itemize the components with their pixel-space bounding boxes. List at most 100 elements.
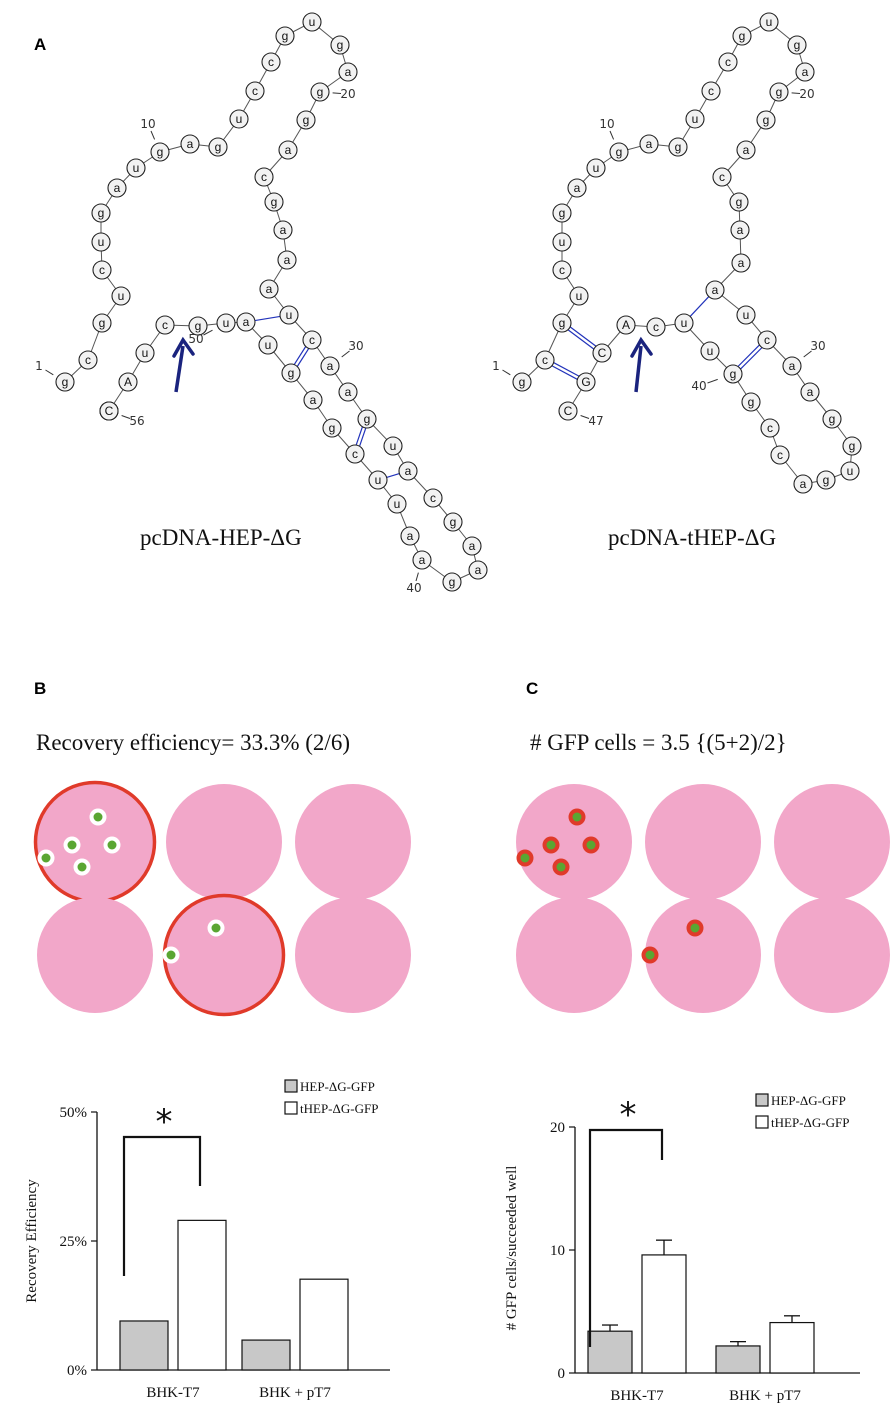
nucleotide-circle — [302, 330, 322, 350]
nucleotide-index-label: 30 — [810, 339, 825, 353]
nucleotide: a — [338, 62, 358, 82]
nucleotide-circle — [759, 12, 779, 32]
base-pair-bond — [293, 346, 307, 365]
nucleotide-letter: g — [98, 206, 105, 220]
nucleotide: A — [616, 315, 636, 335]
well — [641, 897, 761, 1013]
nucleotide-letter: a — [712, 283, 719, 297]
nucleotide: a — [338, 382, 358, 402]
nucleotide-circle — [236, 312, 256, 332]
nucleotide: c — [701, 81, 721, 101]
nucleotide: u — [736, 305, 756, 325]
nucleotide: u — [302, 12, 322, 32]
nucleotide-letter: u — [743, 308, 750, 322]
nucleotide-circle — [91, 203, 111, 223]
cleavage-arrow-shaft — [174, 345, 185, 393]
base-pair-bond — [553, 362, 580, 377]
nucleotide-circle — [368, 470, 388, 490]
x-tick-label: BHK + pT7 — [729, 1388, 801, 1404]
base-pair-bond — [567, 329, 595, 350]
nucleotide-letter: c — [542, 353, 548, 367]
nucleotide: u — [700, 341, 720, 361]
nucleotide-circle — [320, 356, 340, 376]
nucleotide-letter: c — [719, 170, 725, 184]
nucleotide-circle — [275, 26, 295, 46]
nucleotide-letter: g — [794, 38, 801, 52]
well-disc — [295, 897, 411, 1013]
nucleotide: g — [275, 26, 295, 46]
well — [295, 897, 411, 1013]
nucleotide-circle — [800, 382, 820, 402]
index-tick — [415, 572, 419, 582]
well-disc — [37, 784, 153, 900]
nucleotide: g — [296, 110, 316, 130]
nucleotide: c — [718, 52, 738, 72]
nucleotide-circle — [468, 560, 488, 580]
nucleotide: u — [569, 286, 589, 306]
nucleotide-circle — [576, 372, 596, 392]
y-axis-label: # GFP cells/succeeded well — [504, 1166, 520, 1331]
nucleotide-circle — [816, 470, 836, 490]
nucleotide-circle — [188, 316, 208, 336]
y-tick-label: 50% — [60, 1105, 88, 1121]
significance-star: * — [620, 1095, 637, 1135]
nucleotide: c — [423, 488, 443, 508]
bar-hep — [587, 1330, 633, 1374]
nucleotide: a — [236, 312, 256, 332]
nucleotide-letter: a — [114, 181, 121, 195]
nucleotide-circle — [254, 167, 274, 187]
nucleotide-circle — [261, 52, 281, 72]
nucleotide: g — [552, 203, 572, 223]
well-disc — [166, 784, 282, 900]
nucleotide-letter: a — [310, 393, 317, 407]
index-tick — [332, 92, 342, 94]
nucleotide-letter: c — [252, 84, 258, 98]
nucleotide-letter: a — [475, 563, 482, 577]
gfp-cell-core — [93, 812, 103, 822]
nucleotide: c — [757, 330, 777, 350]
nucleotide-circle — [569, 286, 589, 306]
nucleotide: u — [229, 109, 249, 129]
nucleotide: g — [443, 512, 463, 532]
nucleotide-letter: C — [598, 346, 607, 360]
nucleotide: g — [552, 313, 572, 333]
nucleotide-letter: u — [223, 316, 230, 330]
nucleotide-letter: u — [118, 289, 125, 303]
nucleotide: u — [840, 461, 860, 481]
bar-thep — [299, 1278, 349, 1371]
nucleotide: C — [99, 401, 119, 421]
nucleotide-letter: a — [802, 65, 809, 79]
nucleotide-circle — [741, 392, 761, 412]
nucleotide-letter: u — [766, 15, 773, 29]
recovery-efficiency-heading: Recovery efficiency= 33.3% (2/6) — [36, 730, 350, 755]
nucleotide-circle — [616, 315, 636, 335]
nucleotide: g — [281, 363, 301, 383]
nucleotide-circle — [135, 343, 155, 363]
nucleotide: c — [535, 350, 555, 370]
panel-letter-a: A — [34, 35, 46, 54]
nucleotide: g — [91, 203, 111, 223]
nucleotide-letter: u — [707, 344, 714, 358]
nucleotide-letter: g — [849, 439, 856, 453]
nucleotide-index-label: 40 — [691, 379, 706, 393]
nucleotide: g — [92, 313, 112, 333]
nucleotide: c — [712, 167, 732, 187]
nucleotide-circle — [277, 250, 297, 270]
x-tick-label: BHK + pT7 — [259, 1385, 331, 1401]
nucleotide-letter: u — [390, 439, 397, 453]
nucleotide-index-label: 40 — [406, 581, 421, 595]
well — [645, 784, 761, 900]
nucleotide-circle — [216, 313, 236, 333]
nucleotide-circle — [712, 167, 732, 187]
nucleotide-letter: u — [559, 235, 566, 249]
well — [33, 780, 157, 904]
index-tick — [803, 350, 812, 358]
gfp-cell — [162, 946, 180, 964]
nucleotide-circle — [685, 109, 705, 129]
x-tick-label: BHK-T7 — [610, 1388, 664, 1404]
base-pair-bond — [569, 326, 597, 347]
nucleotide-letter: g — [748, 395, 755, 409]
nucleotide: c — [770, 445, 790, 465]
gfp-cells-heading: # GFP cells = 3.5 {(5+2)/2} — [530, 730, 787, 755]
